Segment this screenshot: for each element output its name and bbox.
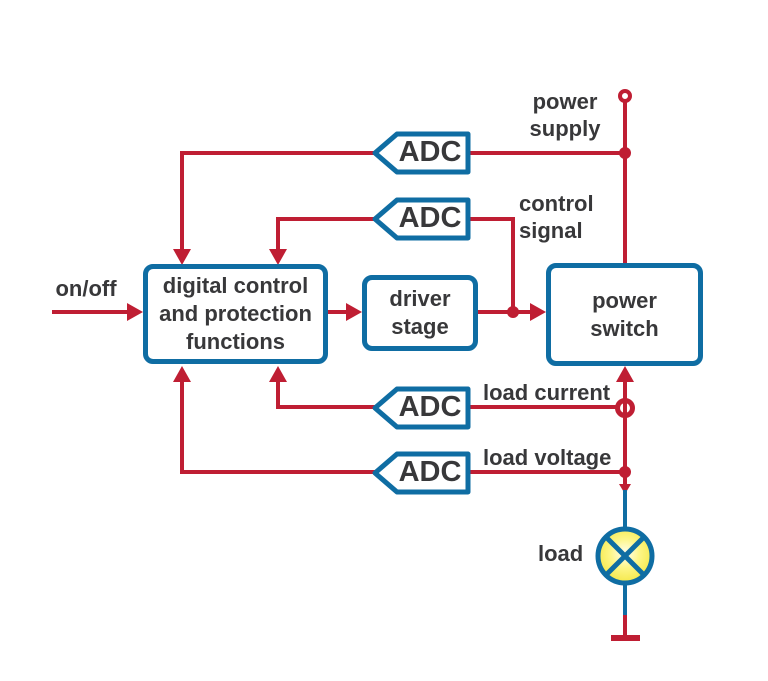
adc-label: ADC xyxy=(399,136,462,168)
wire-adc4-to-controller-h xyxy=(180,470,375,474)
wire-adc1-to-controller-h xyxy=(180,151,375,155)
arrowhead-into-driver xyxy=(346,303,362,321)
wire-supply-to-adc1 xyxy=(466,151,627,155)
adc-label: ADC xyxy=(399,202,462,234)
wire-control-signal-to-adc2-v xyxy=(511,217,515,314)
adc-shape-icon: ADC xyxy=(372,386,471,430)
wire-adc3-to-controller-h xyxy=(276,405,375,409)
junction-dot-supply-adc1 xyxy=(619,147,631,159)
junction-dot-load-voltage xyxy=(619,466,631,478)
adc-label: ADC xyxy=(399,391,462,423)
adc-block-control-signal: ADC xyxy=(371,197,471,241)
wire-adc4-to-controller-v xyxy=(180,380,184,474)
arrowhead-into-controller-top-left xyxy=(173,249,191,265)
wire-adc1-to-controller-v xyxy=(180,151,184,250)
wire-controller-to-driver xyxy=(328,310,348,314)
adc-shape-icon: ADC xyxy=(372,451,471,495)
arrowhead-into-power-switch xyxy=(530,303,546,321)
adc-label: ADC xyxy=(399,456,462,488)
control-signal-label-line1: control xyxy=(519,191,594,216)
arrowhead-toward-load xyxy=(619,484,631,494)
wire-supply-vertical xyxy=(623,100,627,263)
wire-return-stub xyxy=(623,615,627,638)
power-switch-block: power switch xyxy=(546,263,703,366)
controller-block: digital control and protection functions xyxy=(143,264,328,364)
load-current-label: load current xyxy=(483,380,611,405)
arrowhead-into-controller-bottom-right xyxy=(269,366,287,382)
adc-block-load-current: ADC xyxy=(371,386,471,430)
adc-shape-icon: ADC xyxy=(372,131,471,175)
adc-block-load-voltage: ADC xyxy=(371,451,471,495)
wire-driver-to-switch xyxy=(478,310,531,314)
driver-label-line2: stage xyxy=(391,314,449,339)
arrowhead-into-controller-top-right xyxy=(269,249,287,265)
load-label: load xyxy=(538,541,584,566)
controller-label-line1: digital control xyxy=(162,273,309,298)
wire-adc2-to-controller-v xyxy=(276,217,280,250)
power-supply-label-line2: supply xyxy=(529,116,601,141)
wire-load-upper xyxy=(623,490,627,528)
wire-load-lower xyxy=(623,584,627,618)
power-switch-label-line2: switch xyxy=(590,315,659,341)
ground-terminal-bar xyxy=(611,635,640,641)
wire-onoff xyxy=(52,310,128,314)
wire-switch-output-vertical xyxy=(623,380,627,487)
arrowhead-onoff-into-controller xyxy=(127,303,143,321)
power-supply-terminal-icon xyxy=(618,89,632,103)
driver-label-line1: driver xyxy=(389,286,451,311)
adc-block-power-supply: ADC xyxy=(371,131,471,175)
controller-label-line3: functions xyxy=(186,329,285,354)
load-current-sense-terminal-icon xyxy=(615,398,635,418)
power-supply-label-line1: power xyxy=(532,89,598,114)
wire-adc3-to-controller-v xyxy=(276,380,280,409)
load-lamp-icon xyxy=(593,524,657,588)
junction-dot-control-signal xyxy=(507,306,519,318)
on-off-label: on/off xyxy=(55,276,117,301)
driver-stage-block: driver stage xyxy=(362,275,478,351)
power-switch-label-line1: power xyxy=(592,287,657,313)
adc-shape-icon: ADC xyxy=(372,197,471,241)
arrowhead-into-power-switch-bottom xyxy=(616,366,634,382)
arrowhead-into-controller-bottom-left xyxy=(173,366,191,382)
power-supply-label: power supply xyxy=(516,88,614,142)
wire-load-voltage-to-adc4 xyxy=(466,470,627,474)
controller-label-line2: and protection xyxy=(159,301,312,326)
wire-control-signal-to-adc2-h xyxy=(466,217,515,221)
wire-load-current-to-adc3 xyxy=(466,405,617,409)
wire-adc2-to-controller-h xyxy=(276,217,375,221)
control-signal-label: control signal xyxy=(519,190,594,244)
load-voltage-label: load voltage xyxy=(483,445,612,470)
control-signal-label-line2: signal xyxy=(519,218,583,243)
